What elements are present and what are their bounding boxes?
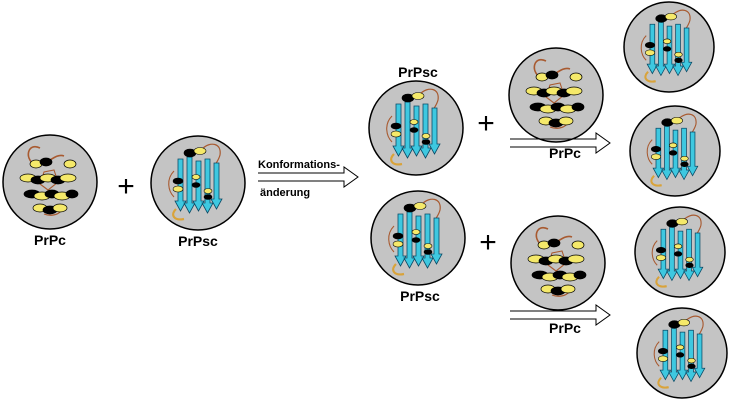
molecule-prpsc-7	[636, 307, 728, 399]
molecule-prpsc-4	[623, 1, 715, 93]
caption-prpsc-3: PrPsc	[400, 288, 440, 304]
molecule-prpsc-3	[370, 190, 466, 286]
molecule-prpc-2	[508, 47, 604, 143]
molecule-prpsc-5	[629, 105, 721, 197]
conversion-label-line1: Konformations-	[258, 159, 340, 171]
caption-prpsc-1: PrPsc	[178, 233, 218, 249]
plus-sign-2: +	[477, 107, 495, 140]
plus-sign-3: +	[479, 226, 497, 259]
molecule-prpc-3	[510, 215, 606, 311]
molecule-prpc-1	[2, 134, 98, 230]
caption-prpc-1: PrPc	[34, 232, 66, 248]
arrow-top-label: PrPc	[549, 145, 581, 161]
arrow-bottom-label: PrPc	[549, 320, 581, 336]
plus-sign-1: +	[117, 170, 135, 203]
molecule-prpsc-1	[150, 135, 246, 231]
molecule-prpsc-6	[634, 206, 726, 298]
caption-prpsc-2: PrPsc	[398, 64, 438, 80]
conversion-label-line2: änderung	[260, 187, 310, 199]
molecule-prpsc-2	[368, 80, 464, 176]
